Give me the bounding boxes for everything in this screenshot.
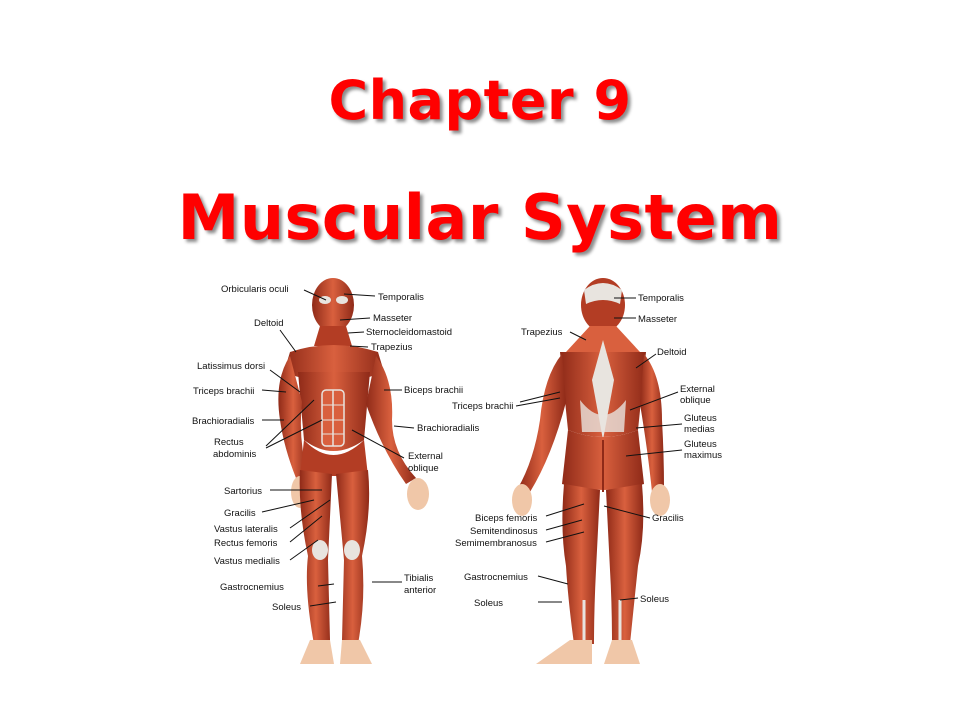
- label-gluteus-maximus-line2: maximus: [684, 450, 722, 461]
- label-external-oblique-posterior-line1: External: [680, 384, 715, 395]
- label-gluteus-medias-line2: medias: [684, 424, 715, 435]
- label-rectus-abdominis-line2: abdominis: [213, 449, 257, 460]
- label-gastrocnemius-posterior: Gastrocnemius: [464, 572, 528, 583]
- label-deltoid-anterior: Deltoid: [254, 318, 284, 329]
- label-masseter-anterior: Masseter: [373, 313, 412, 324]
- anterior-right-arm: [278, 356, 308, 478]
- posterior-right-leg: [606, 484, 644, 644]
- posterior-left-hand: [512, 484, 532, 516]
- anterior-right-foot: [300, 640, 334, 664]
- label-biceps-femoris: Biceps femoris: [475, 513, 538, 524]
- label-rectus-femoris: Rectus femoris: [214, 538, 278, 549]
- anterior-leader-lines: [261, 289, 415, 607]
- label-vastus-medialis: Vastus medialis: [214, 556, 280, 567]
- label-tibialis-anterior-line1: Tibialis: [404, 573, 433, 584]
- label-triceps-brachii-anterior: Triceps brachii: [193, 386, 254, 397]
- label-gracilis-anterior: Gracilis: [224, 508, 256, 519]
- label-soleus-posterior: Soleus: [474, 598, 503, 609]
- posterior-figure: Temporalis Masseter Trapezius Deltoid Ex…: [452, 278, 722, 664]
- label-deltoid-posterior: Deltoid: [657, 347, 687, 358]
- posterior-left-foot: [536, 640, 592, 664]
- label-gluteus-medias-line1: Gluteus: [684, 413, 717, 424]
- label-orbicularis-oculi: Orbicularis oculi: [221, 284, 289, 295]
- posterior-left-leg: [562, 484, 600, 644]
- anterior-neck: [314, 326, 352, 346]
- slide-title-line-2: Muscular System: [177, 181, 783, 254]
- posterior-neck: [566, 326, 640, 352]
- label-external-oblique-posterior-line2: oblique: [680, 395, 711, 406]
- label-tibialis-anterior-line2: anterior: [404, 585, 436, 596]
- label-temporalis-anterior: Temporalis: [378, 292, 424, 303]
- label-brachioradialis-left: Brachioradialis: [192, 416, 255, 427]
- label-trapezius-anterior: Trapezius: [371, 342, 413, 353]
- label-masseter-posterior: Masseter: [638, 314, 677, 325]
- label-soleus-anterior: Soleus: [272, 602, 301, 613]
- anterior-left-foot: [340, 640, 372, 664]
- label-temporalis-posterior: Temporalis: [638, 293, 684, 304]
- label-biceps-brachii: Biceps brachii: [404, 385, 463, 396]
- label-sartorius: Sartorius: [224, 486, 262, 497]
- label-triceps-brachii-posterior: Triceps brachii: [452, 401, 513, 412]
- label-vastus-lateralis: Vastus lateralis: [214, 524, 278, 535]
- label-external-oblique-anterior-line1: External: [408, 451, 443, 462]
- anterior-figure: Orbicularis oculi Temporalis Deltoid Mas…: [192, 278, 480, 664]
- anterior-left-hand: [407, 478, 429, 510]
- label-rectus-abdominis-line1: Rectus: [214, 437, 244, 448]
- label-gastrocnemius-anterior: Gastrocnemius: [220, 582, 284, 593]
- slide-title-line-1: Chapter 9: [328, 69, 632, 132]
- posterior-right-hand: [650, 484, 670, 516]
- posterior-leader-lines: [515, 297, 683, 603]
- label-sternocleidomastoid: Sternocleidomastoid: [366, 327, 452, 338]
- label-latissimus-dorsi: Latissimus dorsi: [197, 361, 265, 372]
- label-external-oblique-anterior-line2: oblique: [408, 463, 439, 474]
- label-brachioradialis-right: Brachioradialis: [417, 423, 480, 434]
- posterior-left-arm: [518, 354, 566, 492]
- posterior-right-foot: [604, 640, 640, 664]
- posterior-right-arm: [640, 354, 664, 492]
- label-soleus-posterior-right: Soleus: [640, 594, 669, 605]
- label-semitendinosus: Semitendinosus: [470, 526, 538, 537]
- anterior-left-arm: [366, 356, 416, 484]
- anterior-head: [312, 278, 354, 332]
- label-gluteus-maximus-line1: Gluteus: [684, 439, 717, 450]
- label-trapezius-posterior: Trapezius: [521, 327, 563, 338]
- label-gracilis-posterior: Gracilis: [652, 513, 684, 524]
- label-semimembranosus: Semimembranosus: [455, 538, 537, 549]
